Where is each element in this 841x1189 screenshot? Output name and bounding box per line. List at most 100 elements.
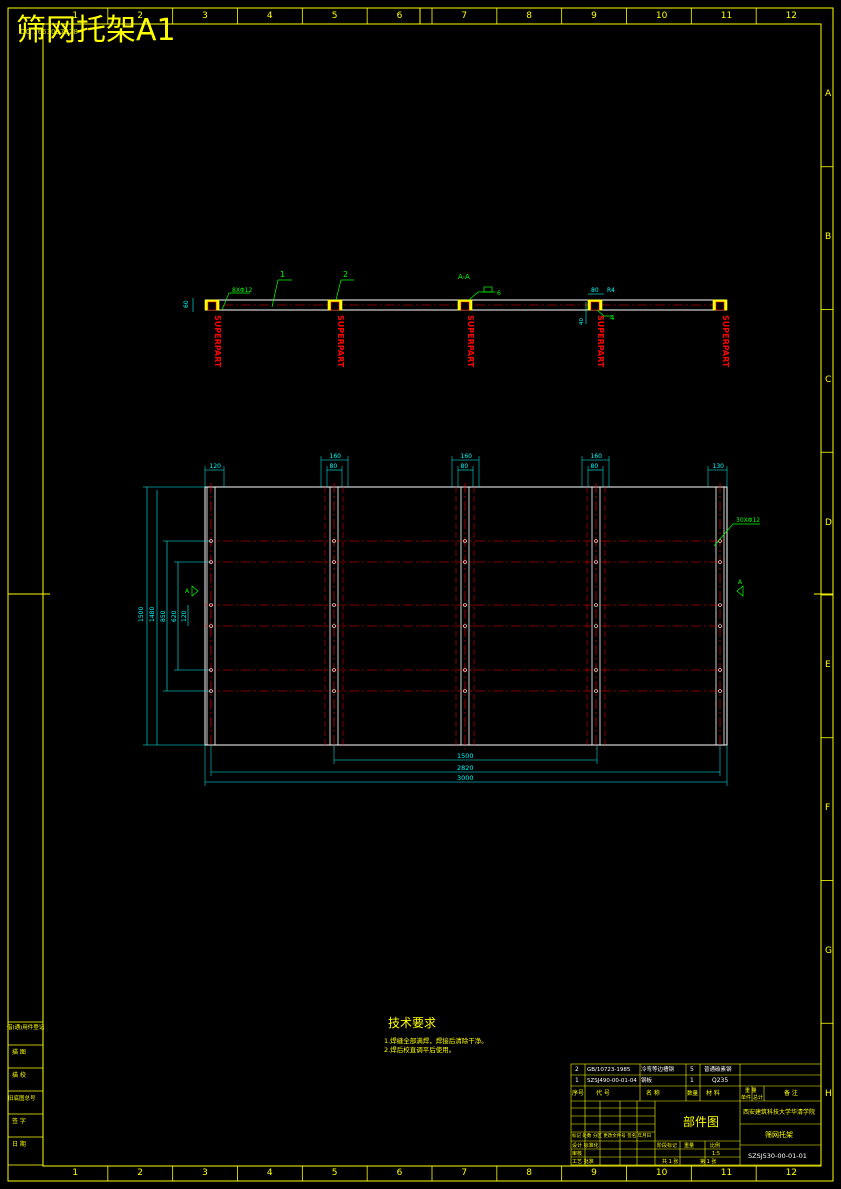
stamp-label-3: 描 校	[12, 1072, 26, 1079]
drawing-title: 筛网托架A1	[16, 13, 176, 48]
hole-6-3	[463, 689, 467, 693]
grid-column-bottom-12: 12	[785, 1168, 798, 1178]
section-mark-right: A	[738, 579, 743, 586]
bom-row2-material: Q235	[712, 1077, 729, 1084]
sheet-number: 第 1 张	[700, 1159, 717, 1165]
hole-3-2	[332, 603, 336, 607]
weld-symbol	[483, 286, 493, 293]
scale-value: 1:5	[712, 1151, 721, 1157]
title-block-box	[570, 1063, 822, 1166]
hole-1-4	[594, 539, 598, 543]
hole-5-4	[594, 668, 598, 672]
title-subtext: QQ 1663097828	[20, 28, 78, 36]
bom-row2-name: 钢板	[641, 1078, 653, 1084]
hole-1-2	[332, 539, 336, 543]
stamp-label-6: 日 期	[12, 1141, 26, 1148]
grid-column-top-12: 12	[785, 11, 798, 21]
bom-header-no: 序号	[572, 1090, 585, 1097]
hole-2-4	[594, 560, 598, 564]
sign-row-3: 审核	[572, 1151, 583, 1157]
bom-row2-qty: 1	[690, 1077, 694, 1084]
drawing-frame	[42, 23, 822, 1167]
plan-outline	[204, 486, 728, 746]
grid-row-F: F	[825, 803, 831, 814]
callout-2: 2	[343, 270, 348, 279]
grid-row-C: C	[825, 374, 832, 385]
plan-holes	[209, 539, 722, 693]
callout-4: 4	[610, 314, 615, 322]
grid-row-H: H	[825, 1088, 832, 1099]
grid-row-A: A	[825, 89, 832, 100]
weld-symbol-leader	[468, 291, 495, 301]
section-mark-left: A	[185, 588, 190, 595]
bom-header-material: 材 料	[706, 1090, 720, 1097]
grid-column-bottom-8: 8	[526, 1168, 532, 1178]
bom-header-code: 代 号	[596, 1090, 610, 1097]
grid-column-bottom-2: 2	[137, 1168, 143, 1178]
hole-2-5	[718, 560, 722, 564]
callout-leader-1	[271, 279, 292, 308]
bom-row2-code: SZSJ490-00-01-04	[587, 1078, 637, 1084]
hole-3-3	[463, 603, 467, 607]
weight-label: 重量	[684, 1143, 695, 1149]
plan-hole-lines	[205, 540, 727, 692]
plan-members	[206, 483, 725, 749]
section-channel-inner-4	[590, 301, 600, 311]
grid-column-top-3: 3	[202, 11, 208, 21]
hole-2-2	[332, 560, 336, 564]
grid-row-B: B	[825, 232, 832, 243]
hole-6-5	[718, 689, 722, 693]
sign-row-4: 工艺 批准	[572, 1159, 594, 1165]
grid-column-top-9: 9	[591, 11, 597, 21]
stamp-label-2: 描 图	[12, 1049, 26, 1056]
grid-row-G: G	[825, 945, 832, 956]
hole-4-3	[463, 624, 467, 628]
plan-hole-note: 30XΦ12	[736, 517, 760, 524]
tech-requirements-heading: 技术要求	[388, 1016, 437, 1030]
section-arrow-right	[736, 585, 744, 597]
hole-5-2	[332, 668, 336, 672]
top-dim-7: 80	[591, 463, 599, 470]
bom-header-name: 名 称	[646, 1090, 660, 1097]
drawing-type: 部件图	[683, 1115, 720, 1129]
bom-row1-material: 普通碳素钢	[704, 1067, 732, 1073]
section-channels	[204, 299, 728, 311]
grid-column-bottom-7: 7	[461, 1168, 468, 1178]
left-stamp-box	[7, 1021, 44, 1166]
part-tag-4: SUPERPART	[596, 315, 605, 368]
plan-hole-leader	[713, 523, 760, 547]
top-dim-3: 80	[330, 463, 338, 470]
section-channel-inner-2	[330, 301, 340, 311]
grid-column-bottom-5: 5	[331, 1168, 338, 1178]
dim-left-4: 620	[171, 610, 178, 622]
section-channel-inner-3	[460, 301, 470, 311]
stamp-label-1: 借(通)用件登记	[7, 1025, 45, 1031]
section-hole-note: 8XΦ12	[232, 287, 252, 294]
hole-5-5	[718, 668, 722, 672]
dim-width-top: 80	[591, 287, 599, 294]
bom-header-weight: 重 量	[745, 1088, 757, 1094]
grid-column-top-5: 5	[331, 11, 338, 21]
dim-radius: R4	[607, 287, 615, 294]
stage-label: 阶段标记	[657, 1143, 678, 1149]
sheet-outer-border	[7, 7, 834, 1182]
dim-bottom-3: 3000	[457, 774, 474, 782]
stamp-label-4: 旧底图总号	[8, 1096, 36, 1102]
hole-note-leader	[221, 292, 250, 311]
top-dim-8: 130	[713, 463, 725, 470]
grid-column-top-4: 4	[266, 11, 273, 21]
part-name: 筛网托架	[765, 1131, 793, 1139]
part-tag-3: SUPERPART	[466, 315, 475, 368]
hole-4-5	[718, 624, 722, 628]
grid-column-bottom-1: 1	[72, 1168, 79, 1178]
grid-column-top-2: 2	[137, 11, 143, 21]
section-arrow-left	[191, 585, 199, 597]
sign-row-2: 设计 标准化	[572, 1143, 599, 1149]
grid-column-bottom-3: 3	[202, 1168, 208, 1178]
weld-number: 6	[497, 290, 501, 297]
grid-column-bottom-10: 10	[655, 1168, 668, 1178]
scale-label: 比例	[710, 1143, 721, 1149]
